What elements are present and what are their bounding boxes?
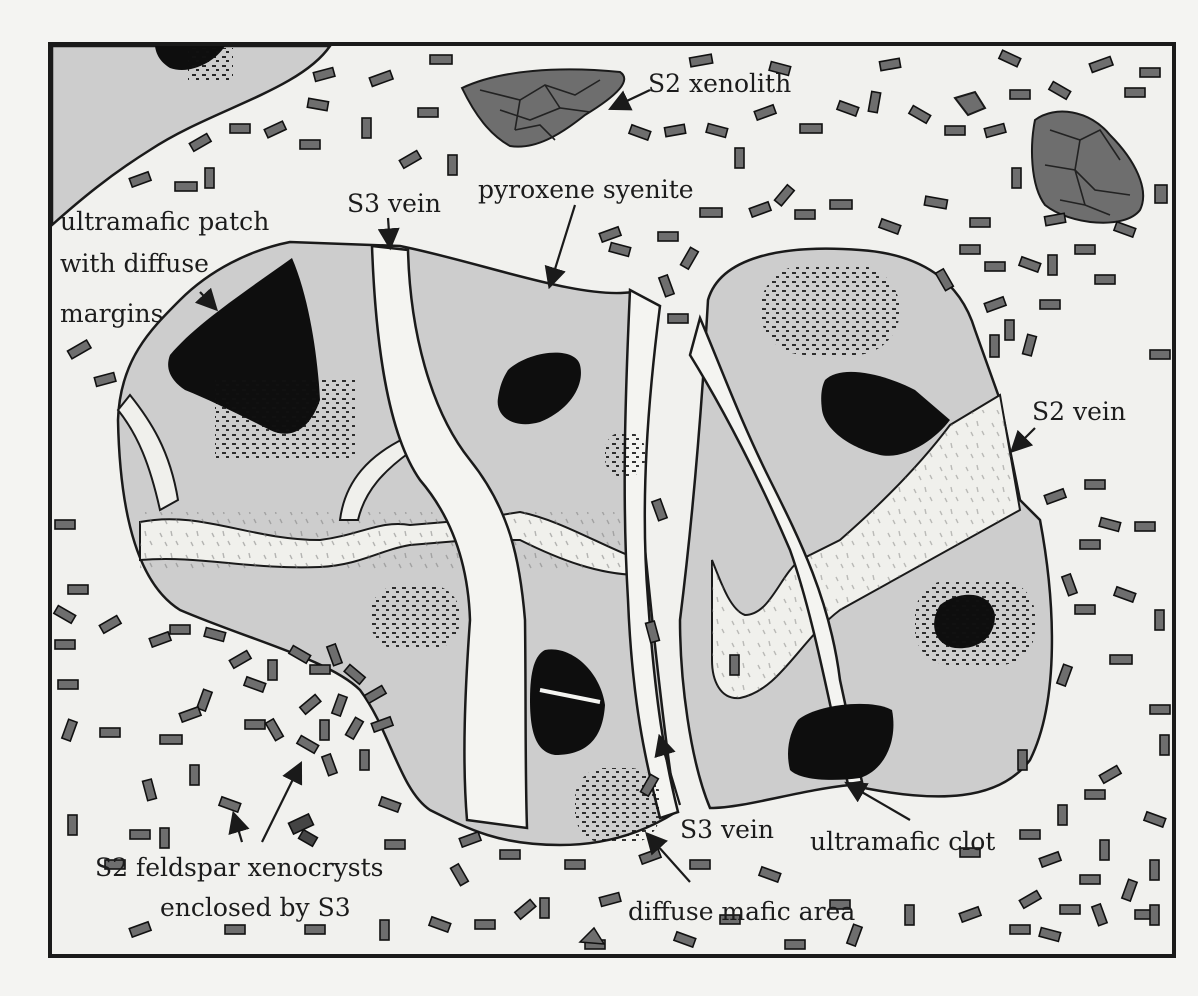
stipple-area-center [605, 432, 645, 477]
ultramafic-patch-margin [215, 380, 355, 460]
label-ultramafic-patch-3: margins [60, 299, 164, 328]
label-s2-feldspar-2: enclosed by S3 [160, 893, 351, 922]
label-ultramafic-clot: ultramafic clot [810, 827, 995, 856]
stipple-area-top-right [760, 265, 900, 355]
label-s3-vein-bottom: S3 vein [680, 815, 774, 844]
label-s2-xenolith: S2 xenolith [648, 69, 791, 98]
label-s2-feldspar-1: S2 feldspar xenocrysts [95, 853, 384, 882]
stipple-area-left [370, 585, 460, 650]
label-s2-vein: S2 vein [1032, 397, 1126, 426]
s2-vein-left-dashes [140, 512, 640, 570]
label-diffuse-mafic-area: diffuse mafic area [628, 897, 855, 926]
upper-left-stipple [188, 48, 233, 83]
label-s3-vein-top: S3 vein [347, 189, 441, 218]
label-ultramafic-patch-1: ultramafic patch [60, 207, 269, 236]
label-pyroxene-syenite: pyroxene syenite [478, 175, 694, 204]
stipple-area-right [915, 580, 1035, 665]
label-ultramafic-patch-2: with diffuse [60, 249, 209, 278]
